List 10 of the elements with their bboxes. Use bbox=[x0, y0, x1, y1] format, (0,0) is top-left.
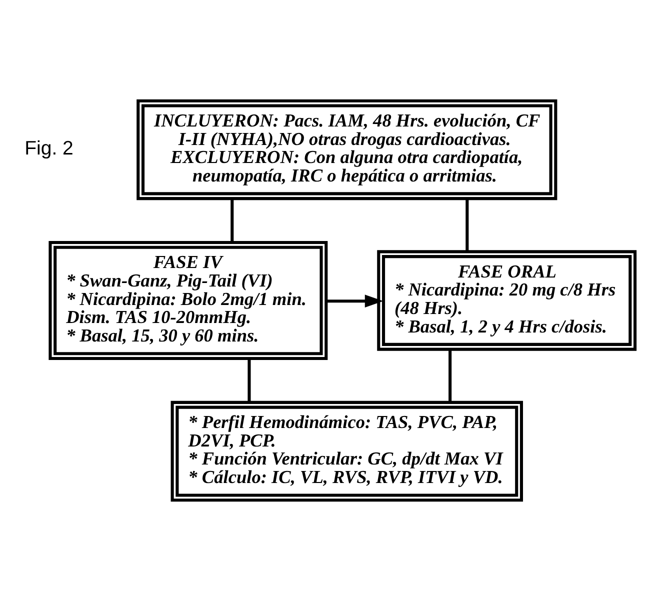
node-box: * Perfil Hemodinámico: TAS, PVC, PAP, D2VI, PCP. * Función Ventricular: GC, dp/dt Max VI * Cálculo: IC, VL, RVS, RVP, ITVI y VD. bbox=[170, 400, 523, 502]
node-box: INCLUYERON: Pacs. IAM, 48 Hrs. evolución, CF I-II (NYHA),NO otras drogas cardioactivas. EXCLUYERON: Con alguna otra cardiopatía, neumopatía, IRC o hepática o arritmias. bbox=[136, 99, 558, 200]
connector bbox=[248, 358, 251, 402]
connector bbox=[230, 198, 234, 242]
connector bbox=[466, 198, 469, 252]
connector bbox=[448, 349, 452, 402]
node-box: FASE IV * Swan-Ganz, Pig-Tail (VI) * Nicardipina: Bolo 2mg/1 min. Dism. TAS 10-20mmHg. * Basal, 15, 30 y 60 mins. bbox=[48, 240, 328, 360]
node-box: FASE ORAL * Nicardipina: 20 mg c/8 Hrs (48 Hrs). * Basal, 1, 2 y 4 Hrs c/dosis. bbox=[377, 250, 637, 351]
arrow bbox=[326, 294, 384, 308]
label: Fig. 2 bbox=[24, 137, 74, 160]
